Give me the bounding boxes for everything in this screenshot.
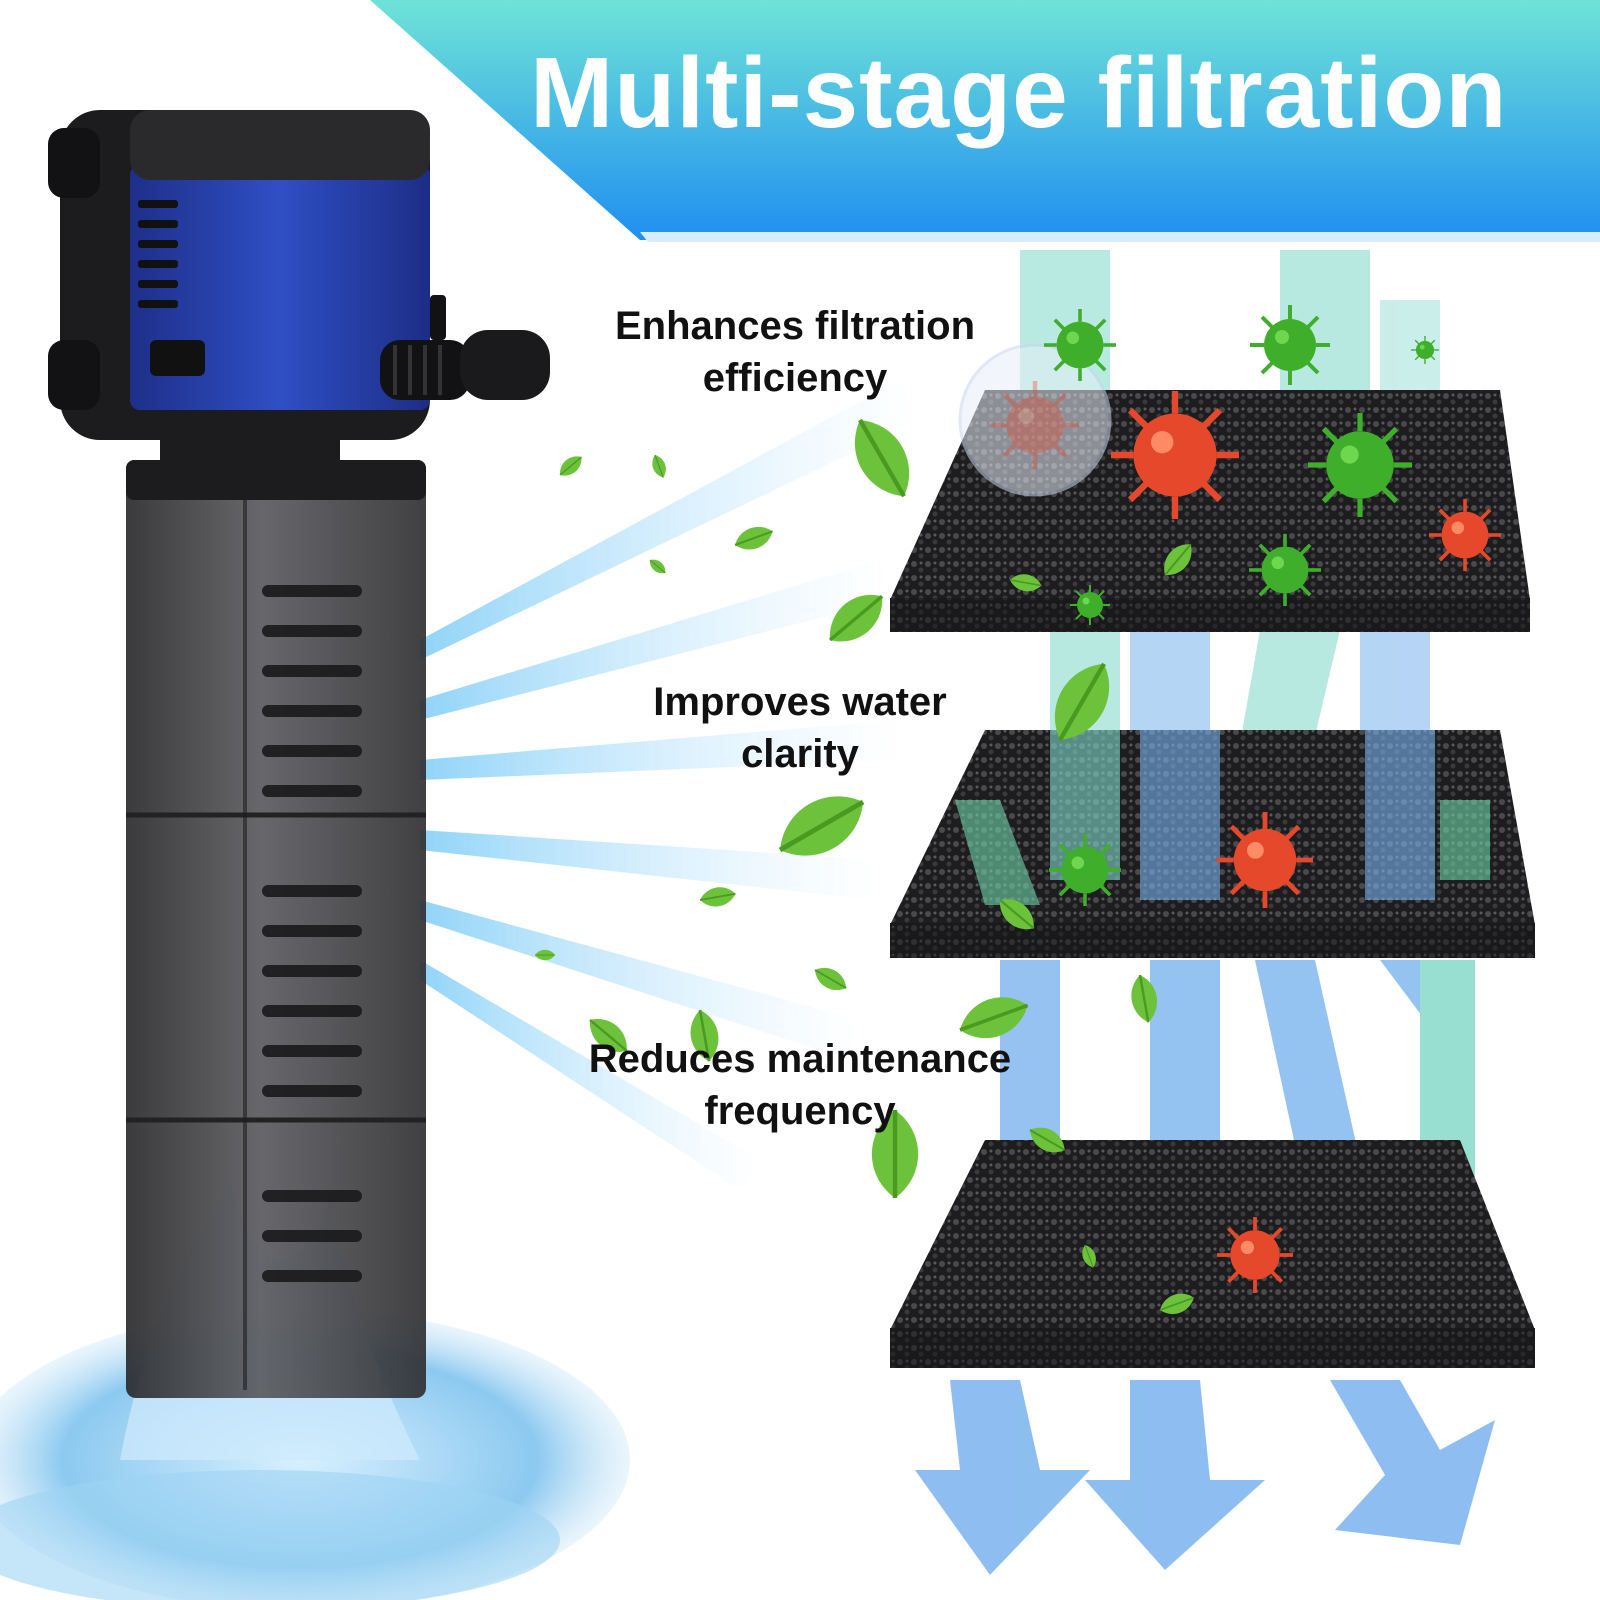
banner-title: Multi-stage filtration [530,37,1508,149]
caption-stage-2: Improves water clarity [600,676,1000,780]
filter-sponge-3 [890,1140,1535,1368]
outflow-arrows [915,1380,1495,1575]
aquarium-pump [48,110,550,1398]
germs-layer-3 [1215,1215,1295,1295]
caption-stage-1-line-2: efficiency [702,356,888,400]
caption-stage-3-line-2: frequency [704,1089,896,1133]
bubble-germ [958,343,1112,497]
flow-beams-layer-2 [955,730,1490,905]
caption-stage-3: Reduces maintenance frequency [545,1033,1055,1137]
caption-stage-1-line-1: Enhances filtration [614,304,976,348]
banner [370,0,1600,242]
caption-stage-2-line-2: clarity [741,732,859,776]
caption-stage-2-line-1: Improves water [653,680,947,724]
caption-stage-3-line-1: Reduces maintenance [588,1037,1012,1081]
water-flow-rays [420,380,920,1190]
caption-stage-1: Enhances filtration efficiency [585,300,1005,404]
